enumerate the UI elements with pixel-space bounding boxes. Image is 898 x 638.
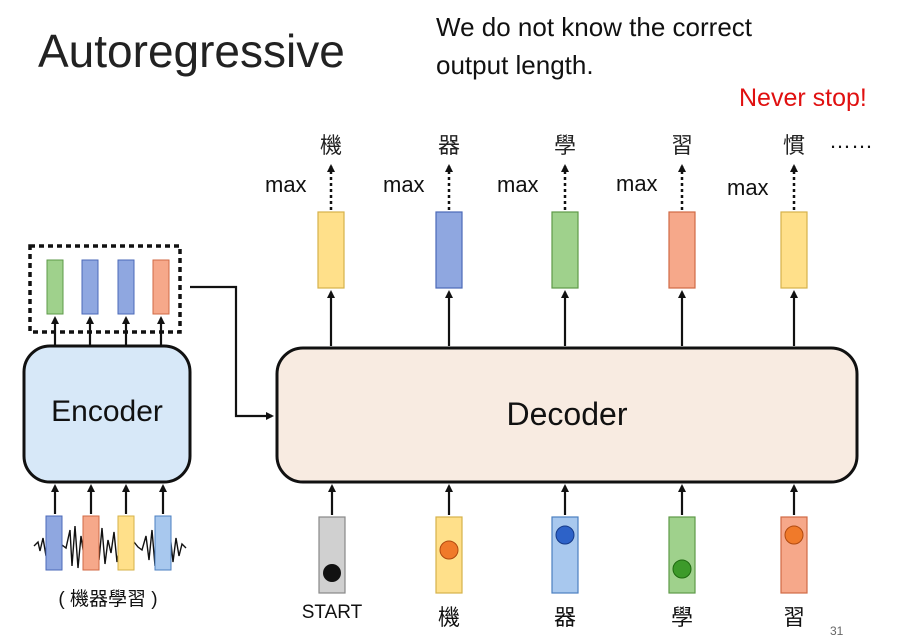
token-dot-4 (672, 559, 692, 579)
output-char-5: 慣 (782, 133, 805, 158)
warning-text: Never stop! (739, 84, 867, 112)
decoder-output-2 (435, 211, 463, 289)
slide-number: 31 (830, 624, 844, 638)
output-char-3: 學 (553, 133, 576, 158)
decoder-input-label-4: 學 (670, 605, 693, 630)
decoder-input-label-2: 機 (437, 605, 460, 630)
encoder-vector-3 (117, 259, 135, 315)
slide-note: We do not know the correct output length… (436, 8, 752, 84)
output-char-2: 器 (437, 133, 460, 158)
decoder-label: Decoder (506, 396, 628, 432)
decoder-output-3 (551, 211, 579, 289)
decoder-input-label-5: 習 (782, 605, 805, 630)
encoder-input-4 (154, 515, 172, 571)
max-label-2: max (383, 172, 425, 197)
encoder-label: Encoder (51, 395, 163, 428)
encoder-input-1 (45, 515, 63, 571)
token-dot-2 (439, 540, 459, 560)
encoder-vector-4 (152, 259, 170, 315)
decoder-output-5 (780, 211, 808, 289)
max-label-1: max (265, 172, 307, 197)
encoder-input-2 (82, 515, 100, 571)
token-dot-5 (784, 525, 804, 545)
output-char-1: 機 (319, 133, 342, 158)
slide-title: Autoregressive (38, 25, 345, 77)
encoder-output-box (28, 244, 182, 334)
decoder-block (275, 346, 859, 484)
decoder-input-label-1: START (301, 602, 363, 623)
token-dot-3 (555, 525, 575, 545)
encoder-input-3 (117, 515, 135, 571)
start-token-dot (323, 564, 341, 582)
encoder-vector-1 (46, 259, 64, 315)
max-label-4: max (616, 171, 658, 196)
encoder-vector-2 (81, 259, 99, 315)
decoder-output-1 (317, 211, 345, 289)
encoder-block (22, 344, 192, 484)
decoder-output-4 (668, 211, 696, 289)
output-ellipsis: …… (829, 128, 873, 153)
decoder-input-3 (551, 516, 579, 594)
encoder-input-label: ( 機器學習 ) (58, 589, 158, 610)
note-line-1: We do not know the correct (436, 12, 753, 42)
decoder-input-label-3: 器 (553, 605, 576, 630)
encoder-to-decoder-arrow (190, 285, 274, 420)
output-char-4: 習 (670, 133, 693, 158)
max-label-5: max (727, 175, 769, 200)
decoder-input-4 (668, 516, 696, 594)
note-line-2: output length. (436, 50, 594, 80)
max-label-3: max (497, 172, 539, 197)
